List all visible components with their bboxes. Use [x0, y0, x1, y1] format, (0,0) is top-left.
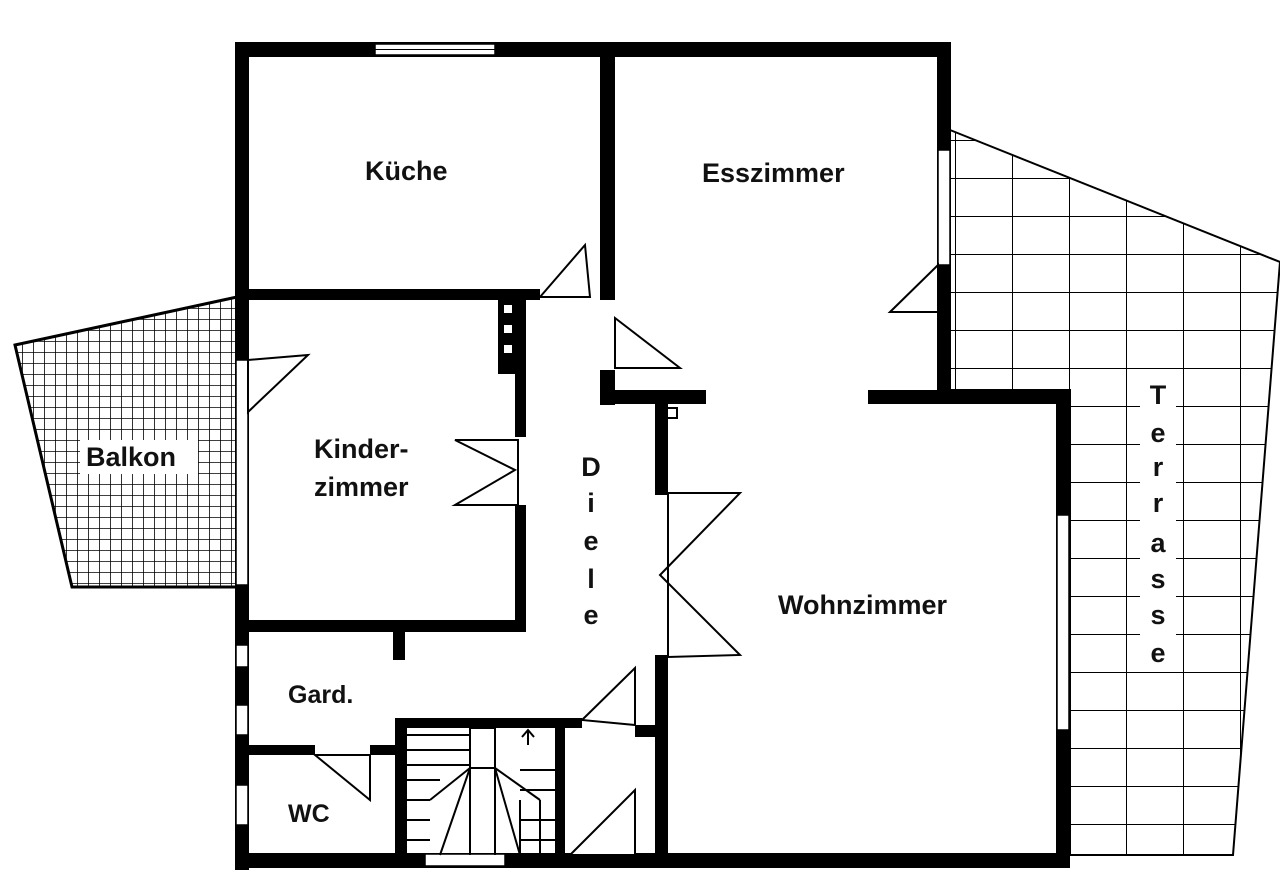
label-kinderzimmer-line2: zimmer: [314, 472, 409, 502]
terrasse-letter: s: [1150, 600, 1165, 630]
diele-letter: e: [583, 600, 598, 630]
terrace-area: [949, 128, 1280, 856]
terrasse-letter: r: [1153, 488, 1164, 518]
diele-letter: D: [581, 452, 601, 482]
diele-letter: l: [587, 564, 595, 594]
label-esszimmer: Esszimmer: [702, 158, 845, 188]
label-wc: WC: [288, 800, 330, 828]
terrasse-letter: s: [1150, 564, 1165, 594]
doors: [247, 242, 939, 856]
staircase: [407, 727, 555, 856]
terrasse-letter: r: [1153, 452, 1164, 482]
label-balkon: Balkon: [86, 442, 176, 472]
windows: [235, 43, 1070, 867]
label-kueche: Küche: [365, 156, 448, 186]
label-diele: D i e l e: [581, 452, 601, 630]
diele-letter: e: [583, 526, 598, 556]
label-garderobe: Gard.: [288, 681, 353, 709]
terrasse-letter: T: [1150, 380, 1167, 410]
terrasse-letter: e: [1150, 638, 1165, 668]
terrasse-letter: e: [1150, 418, 1165, 448]
label-kinderzimmer-line1: Kinder-: [314, 434, 409, 464]
terrasse-letter: a: [1150, 528, 1166, 558]
label-wohnzimmer: Wohnzimmer: [778, 590, 948, 620]
label-terrasse: T e r r a s s e: [1150, 380, 1167, 668]
diele-letter: i: [587, 488, 595, 518]
